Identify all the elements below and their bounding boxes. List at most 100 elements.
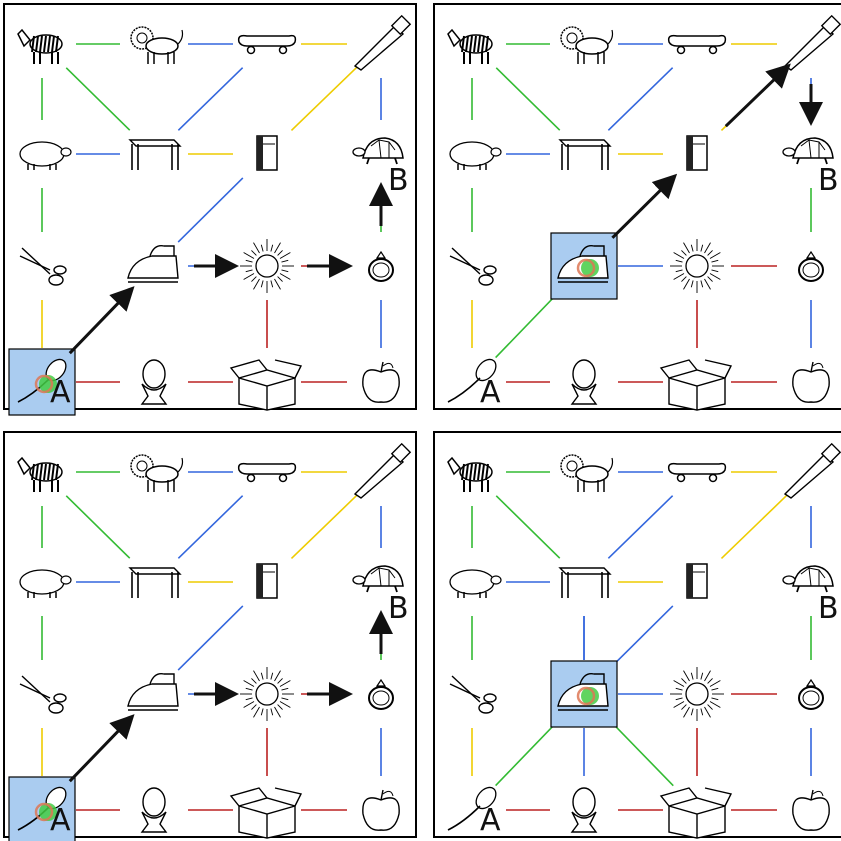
edge-green [65,67,131,131]
sun-icon [240,667,294,721]
sun-icon [670,667,724,721]
book-icon [686,135,708,171]
ring-icon [368,678,394,710]
table-icon [558,567,612,598]
pig-icon [449,569,502,598]
sun-icon [240,239,294,293]
edge-yellow [290,495,358,559]
edge-blue [607,495,674,559]
path-arrow [68,714,135,783]
spoon-icon [17,358,67,403]
pig-icon [19,141,72,170]
book-icon [256,135,278,171]
saw-icon [783,442,841,499]
path-arrows [68,610,393,783]
apple-icon [792,789,830,831]
panel-bottom-left: AB [3,431,417,841]
panel-frame [433,3,841,410]
iron-icon [127,245,179,283]
end-label: B [388,163,409,198]
scissors-icon [19,247,67,286]
edge-blue [177,495,244,559]
panel-frame [3,3,417,410]
edge-blue [177,177,244,243]
edge-green [495,289,561,359]
graph-edges [471,471,812,811]
agent-marker [576,686,599,706]
path-arrow [611,173,678,239]
box-icon [659,787,733,839]
panel-frame [3,431,417,838]
book-icon [686,563,708,599]
ring-icon [798,678,824,710]
egg-cup-icon [570,787,598,833]
start-label: A [480,803,501,838]
edge-green [495,67,561,131]
egg-cup-icon [570,359,598,405]
edge-green [607,717,674,787]
iron-icon [127,673,179,711]
pig-icon [19,569,72,598]
start-label: A [50,803,71,838]
edge-blue [177,605,244,671]
saw-icon [353,14,412,71]
lion-icon [560,26,614,64]
edge-green [495,717,561,787]
start-label: A [480,375,501,410]
panel-top-left: AB [3,3,417,416]
path-arrows [611,63,823,239]
turtle-icon [782,565,834,593]
edge-blue [607,605,674,671]
spoon-icon [447,358,497,403]
skateboard-icon [667,462,727,483]
agent-marker [576,258,599,278]
ring-icon [368,250,394,282]
edge-yellow [720,495,788,559]
pig-icon [449,141,502,170]
scissors-icon [449,247,497,286]
end-label: B [388,591,409,626]
apple-icon [362,789,400,831]
box-icon [229,359,303,411]
saw-icon [353,442,412,499]
edge-blue [607,67,674,131]
table-icon [128,139,182,170]
turtle-icon [352,137,404,165]
spoon-icon [447,786,497,831]
zebra-icon [447,456,493,492]
scissors-icon [449,675,497,714]
sun-icon [670,239,724,293]
ring-icon [798,250,824,282]
skateboard-icon [667,34,727,55]
edge-green [495,495,561,559]
box-icon [229,787,303,839]
scissors-icon [19,675,67,714]
path-arrow [68,286,135,355]
agent-marker [34,374,57,394]
box-icon [659,359,733,411]
panel-frame [433,431,841,838]
apple-icon [362,361,400,403]
zebra-icon [17,28,63,64]
table-icon [558,139,612,170]
edge-green [65,495,131,559]
panel-top-right: AB [433,3,841,411]
panel-bottom-right: AB [433,431,841,839]
skateboard-icon [237,462,297,483]
lion-icon [560,454,614,492]
table-icon [128,567,182,598]
lion-icon [130,454,184,492]
agent-marker [34,802,57,822]
start-label: A [50,375,71,410]
zebra-icon [447,28,493,64]
skateboard-icon [237,34,297,55]
end-label: B [818,163,839,198]
path-arrows [68,182,393,355]
edge-blue [177,67,244,131]
turtle-icon [352,565,404,593]
lion-icon [130,26,184,64]
apple-icon [792,361,830,403]
turtle-icon [782,137,834,165]
path-arrow [724,63,791,128]
